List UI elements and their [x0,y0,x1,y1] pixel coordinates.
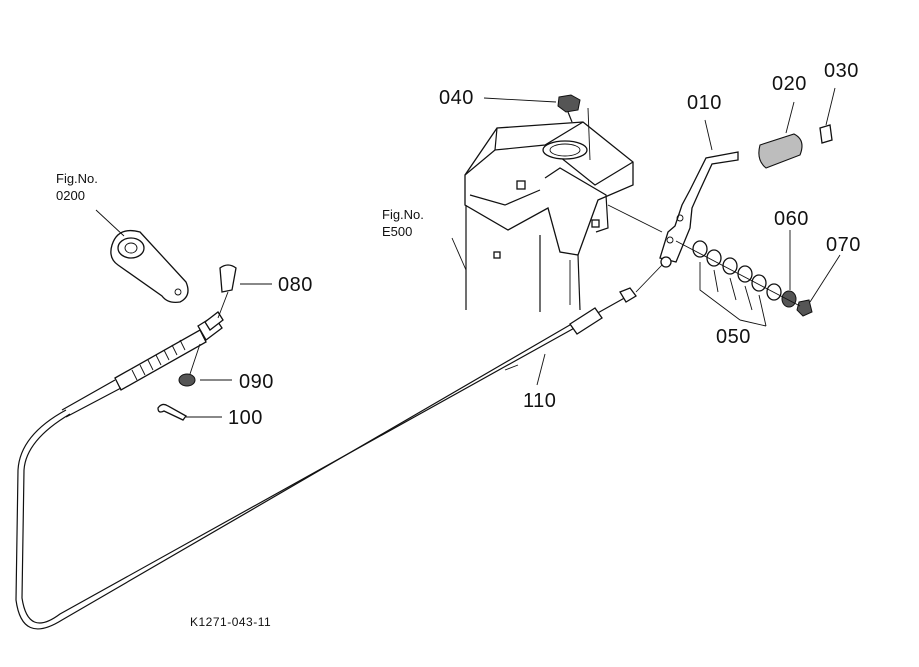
grip-020 [758,101,803,169]
pin-030 [819,87,836,144]
label-050: 050 [716,326,751,348]
fig-ref-0200-line1: Fig.No. [56,171,98,186]
label-090: 090 [239,371,274,393]
bolt-040 [483,94,591,161]
fig-ref-e500-line2: E500 [382,224,413,239]
column-frame [464,121,634,312]
fig-ref-0200: Fig.No. 0200 [56,170,98,204]
lever-010 [607,119,739,268]
label-060: 060 [774,208,809,230]
cable-110 [15,264,663,630]
washer-stack [675,230,841,327]
label-110: 110 [523,390,557,412]
label-080: 080 [278,274,313,296]
label-070: 070 [826,234,861,256]
label-020: 020 [772,73,807,95]
label-040: 040 [439,87,474,109]
fig-ref-0200-line2: 0200 [56,188,85,203]
drawing-code: K1271-043-11 [190,615,272,629]
label-100: 100 [228,407,263,429]
fig-ref-e500: Fig.No. E500 [382,206,424,240]
fig-e500-leader [451,237,467,271]
label-030: 030 [824,60,859,82]
fig-ref-e500-line1: Fig.No. [382,207,424,222]
label-010: 010 [687,92,722,114]
cable-end-assembly [61,209,272,421]
